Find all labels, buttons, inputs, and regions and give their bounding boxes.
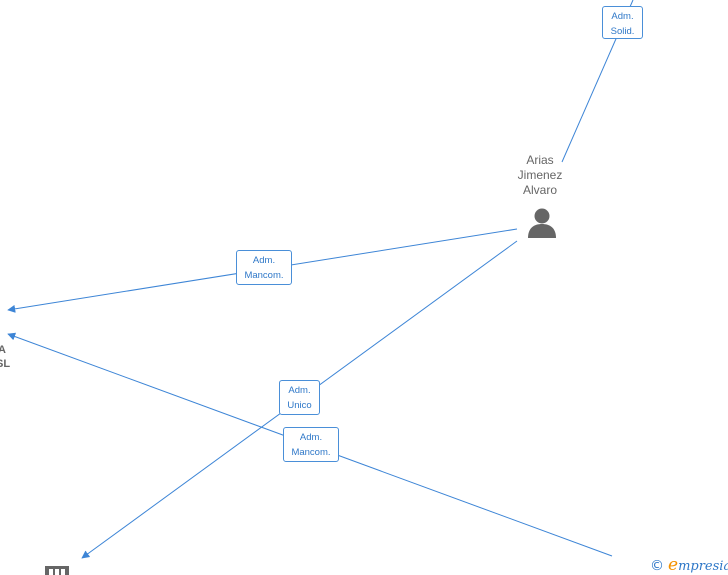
person-name-line: Arias — [526, 153, 554, 167]
edge-label-adm-mancom-left[interactable]: Adm. Mancom. — [236, 250, 292, 285]
edge-label-line1: Adm. — [611, 11, 634, 22]
person-icon[interactable] — [527, 207, 557, 239]
edge-label-line2: Mancom. — [291, 447, 331, 458]
edge-label-line1: Adm. — [288, 385, 311, 396]
brand-initial: e — [668, 555, 679, 575]
edge-label-line2: Mancom. — [244, 270, 284, 281]
building-icon[interactable] — [45, 566, 69, 575]
empresia-watermark: ©empresia — [650, 555, 728, 575]
edge-label-adm-mancom-lower[interactable]: Adm. Mancom. — [283, 427, 339, 462]
person-name-line: Alvaro — [522, 183, 557, 197]
edge-label-line2: Unico — [287, 400, 312, 411]
person-node-name[interactable]: Arias Jimenez Alvaro — [505, 153, 575, 198]
edge-label-line1: Adm. — [299, 432, 323, 443]
edge-label-adm-unico[interactable]: Adm. Unico — [279, 380, 320, 415]
brand-rest: mpresia — [678, 559, 728, 574]
copyright-symbol: © — [650, 558, 664, 574]
edge-label-line2: Solid. — [610, 26, 635, 37]
person-name-line: Jimenez — [517, 168, 563, 182]
edge-label-line1: Adm. — [252, 255, 276, 266]
company-node-name-partial[interactable]: A SL — [0, 343, 10, 371]
company-name-line: A — [0, 344, 6, 356]
company-name-line: SL — [0, 358, 11, 370]
edge-label-adm-solid[interactable]: Adm. Solid. — [602, 6, 643, 39]
